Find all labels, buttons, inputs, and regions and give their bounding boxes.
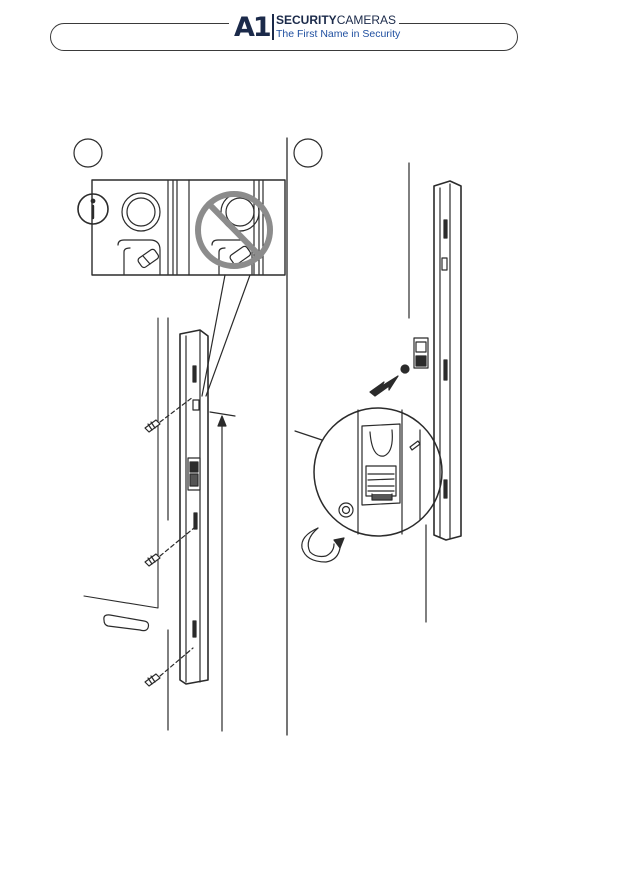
mounting-bar-step1 <box>180 330 208 684</box>
screw-icon <box>145 528 194 566</box>
grommet <box>401 365 409 373</box>
mounting-bar-step2 <box>434 181 461 540</box>
connector-plug <box>414 338 428 368</box>
step-1-circle <box>74 139 102 167</box>
step-2-circle <box>294 139 322 167</box>
dimension-line <box>210 412 235 416</box>
rotate-arrow-icon <box>302 528 344 562</box>
info-icon <box>78 194 108 224</box>
insert-arrow-icon <box>370 376 398 396</box>
detail-callout <box>314 408 442 536</box>
door-handle <box>104 615 149 631</box>
